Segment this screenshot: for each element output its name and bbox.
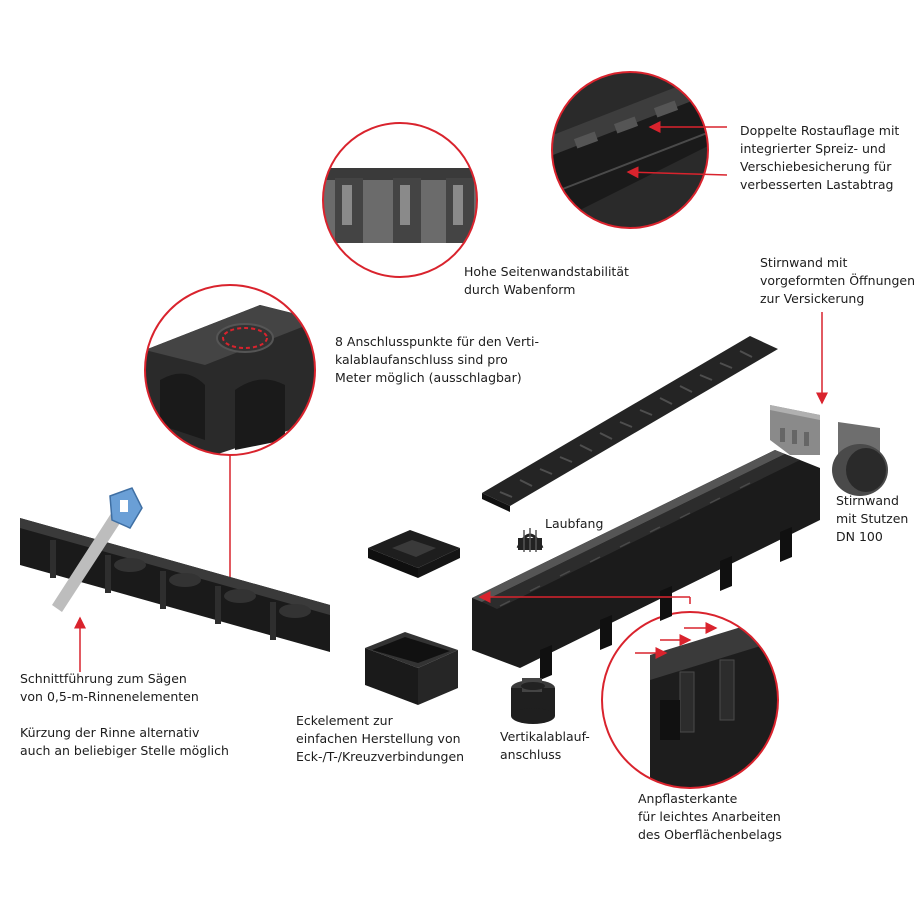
label-connection-points: 8 Anschlusspunkte für den Verti- kalabla… bbox=[335, 333, 539, 387]
label-line: einfachen Herstellung von bbox=[296, 731, 461, 746]
label-corner-element: Eckelement zur einfachen Herstellung von… bbox=[296, 712, 464, 766]
label-line: Meter möglich (ausschlagbar) bbox=[335, 370, 522, 385]
label-line: durch Wabenform bbox=[464, 282, 576, 297]
label-line: Schnittführung zum Sägen bbox=[20, 671, 187, 686]
label-end-wall-openings: Stirnwand mit vorgeformten Öffnungen zur… bbox=[760, 254, 915, 308]
main-channel bbox=[472, 450, 820, 680]
label-line: integrierter Spreiz- und bbox=[740, 141, 886, 156]
label-line: zur Versickerung bbox=[760, 291, 865, 306]
label-side-wall: Hohe Seitenwandstabilität durch Wabenfor… bbox=[464, 263, 629, 299]
grate bbox=[482, 336, 778, 512]
label-line: Vertikalablauf- bbox=[500, 729, 590, 744]
label-line: verbesserten Lastabtrag bbox=[740, 177, 894, 192]
corner-element-lid bbox=[368, 530, 460, 578]
label-line: auch an beliebiger Stelle möglich bbox=[20, 743, 229, 758]
label-line: anschluss bbox=[500, 747, 562, 762]
label-paving-edge: Anpflasterkante für leichtes Anarbeiten … bbox=[638, 790, 782, 844]
label-cut-guide: Schnittführung zum Sägen von 0,5-m-Rinne… bbox=[20, 670, 199, 706]
label-line: Stirnwand mit bbox=[760, 255, 848, 270]
detail-side-wall bbox=[322, 122, 478, 278]
label-double-support: Doppelte Rostauflage mit integrierter Sp… bbox=[740, 122, 899, 194]
corner-element-box bbox=[365, 632, 458, 705]
label-line: Doppelte Rostauflage mit bbox=[740, 123, 900, 138]
label-line: Stirnwand bbox=[836, 493, 899, 508]
label-line: Hohe Seitenwandstabilität bbox=[464, 264, 629, 279]
label-leaf-trap: Laubfang bbox=[545, 515, 603, 533]
end-wall-openings bbox=[770, 405, 820, 455]
label-line: kalablaufanschluss sind pro bbox=[335, 352, 508, 367]
label-line: Eck-/T-/Kreuzverbindungen bbox=[296, 749, 465, 764]
label-vertical-outlet: Vertikalablauf- anschluss bbox=[500, 728, 590, 764]
end-wall-spigot bbox=[832, 422, 888, 496]
label-end-wall-spigot: Stirnwand mit Stutzen DN 100 bbox=[836, 492, 908, 546]
label-line: Eckelement zur bbox=[296, 713, 393, 728]
label-line: Anpflasterkante bbox=[638, 791, 738, 806]
label-line: 8 Anschlusspunkte für den Verti- bbox=[335, 334, 539, 349]
label-line: Kürzung der Rinne alternativ bbox=[20, 725, 200, 740]
label-line: des Oberflächenbelags bbox=[638, 827, 782, 842]
detail-double-support bbox=[551, 71, 728, 229]
label-line: von 0,5-m-Rinnenelementen bbox=[20, 689, 199, 704]
saw-icon bbox=[52, 487, 143, 612]
vertical-outlet bbox=[511, 678, 555, 724]
label-line: DN 100 bbox=[836, 529, 883, 544]
leaf-trap-icon bbox=[516, 528, 544, 552]
label-line: Laubfang bbox=[545, 516, 604, 531]
label-line: für leichtes Anarbeiten bbox=[638, 809, 781, 824]
label-line: mit Stutzen bbox=[836, 511, 909, 526]
label-line: Verschiebesicherung für bbox=[740, 159, 892, 174]
detail-connection-points bbox=[144, 284, 316, 594]
detail-paving-edge bbox=[601, 611, 779, 789]
label-line: vorgeformten Öffnungen bbox=[760, 273, 915, 288]
label-shortening: Kürzung der Rinne alternativ auch an bel… bbox=[20, 724, 229, 760]
